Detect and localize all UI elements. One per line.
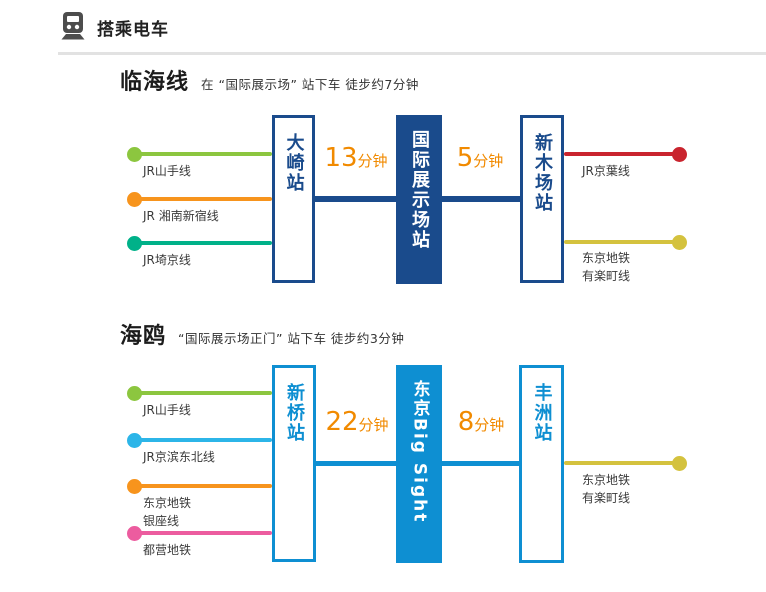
duration-bigsight-to-toyosu: 8分钟 <box>421 409 541 438</box>
header-separator <box>58 52 766 55</box>
duration-unit: 分钟 <box>357 152 388 170</box>
station-box-shin-kiba: 新木场站 <box>520 115 564 283</box>
page-title: 搭乘电车 <box>97 20 169 40</box>
line-label: JR京滨东北线 <box>143 450 215 464</box>
line-label: JR京葉线 <box>582 164 630 178</box>
duration-value: 8 <box>457 407 475 437</box>
station-name: 东京Big Sight <box>409 380 430 524</box>
duration-unit: 分钟 <box>473 152 504 170</box>
station-box-toyosu: 丰洲站 <box>519 365 564 563</box>
duration-unit: 分钟 <box>358 416 389 434</box>
line-segment <box>564 152 679 156</box>
station-name: 丰洲站 <box>531 383 553 443</box>
line-label: JR埼京线 <box>143 253 191 267</box>
route-connector <box>315 196 396 202</box>
line-segment <box>132 152 272 156</box>
line-segment <box>132 438 272 442</box>
duration-kokusai-to-shinkiba: 5分钟 <box>420 145 540 174</box>
line-segment <box>564 461 679 465</box>
duration-shimbashi-to-bigsight: 22分钟 <box>297 409 417 438</box>
route-connector <box>316 461 396 466</box>
line-label: 银座线 <box>143 514 180 528</box>
section-rinkai-header: 临海线 在 “国际展示场” 站下车 徒步约7分钟 <box>120 64 419 96</box>
section-yurikamome-title: 海鸥 <box>120 324 167 349</box>
station-name: 新木场站 <box>532 133 553 213</box>
line-label: JR 湘南新宿线 <box>143 209 219 223</box>
station-name: 新桥站 <box>284 383 305 443</box>
line-endpoint-dot <box>672 235 687 250</box>
section-yurikamome-header: 海鸥 “国际展示场正门” 站下车 徒步约3分钟 <box>120 318 404 350</box>
line-label: 东京地铁 <box>143 496 192 510</box>
line-segment <box>564 240 679 244</box>
station-name: 国际展示场站 <box>409 130 430 250</box>
line-segment <box>132 531 272 535</box>
duration-osaki-to-kokusai: 13分钟 <box>296 145 416 174</box>
section-yurikamome-subtitle: “国际展示场正门” 站下车 徒步约3分钟 <box>178 331 405 346</box>
route-connector <box>442 461 519 466</box>
line-segment <box>132 484 272 488</box>
line-label: 东京地铁 <box>582 251 631 265</box>
line-segment <box>132 241 272 245</box>
section-rinkai-title: 临海线 <box>120 70 190 95</box>
line-segment <box>132 391 272 395</box>
duration-value: 5 <box>456 143 474 173</box>
line-label: 有楽町线 <box>582 269 631 283</box>
line-label: JR山手线 <box>143 164 191 178</box>
station-box-kokusai-tenjijo: 国际展示场站 <box>396 115 442 284</box>
station-name: 大崎站 <box>283 133 305 193</box>
duration-unit: 分钟 <box>474 416 505 434</box>
station-box-shimbashi: 新桥站 <box>272 365 316 562</box>
line-endpoint-dot <box>672 456 687 471</box>
train-icon <box>58 11 88 41</box>
line-label: 东京地铁 <box>582 473 631 487</box>
line-label: 有楽町线 <box>582 491 631 505</box>
line-segment <box>132 197 272 201</box>
station-box-tokyo-big-sight: 东京Big Sight <box>396 365 442 563</box>
station-box-osaki: 大崎站 <box>272 115 315 283</box>
route-connector <box>442 196 520 202</box>
duration-value: 13 <box>324 143 358 173</box>
line-label: JR山手线 <box>143 403 191 417</box>
line-label: 都营地铁 <box>143 543 192 557</box>
duration-value: 22 <box>325 407 359 437</box>
line-endpoint-dot <box>672 147 687 162</box>
section-rinkai-subtitle: 在 “国际展示场” 站下车 徒步约7分钟 <box>201 77 419 92</box>
